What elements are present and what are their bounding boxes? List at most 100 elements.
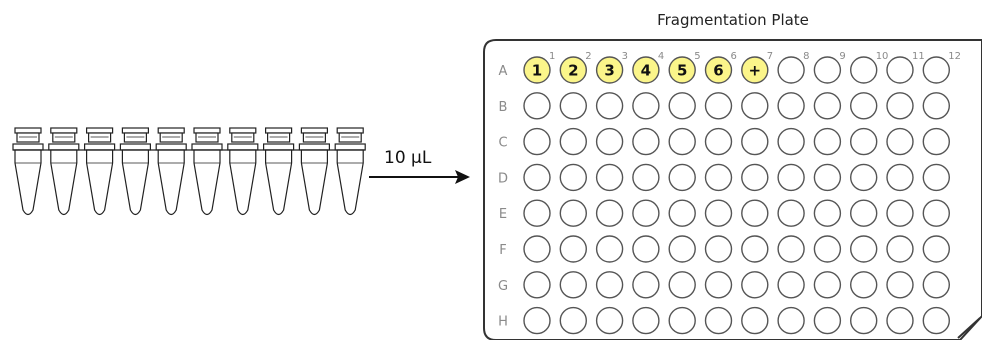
well <box>922 163 950 192</box>
transfer-arrow <box>369 170 470 184</box>
well <box>595 271 624 299</box>
pcr-tube <box>191 127 223 216</box>
well <box>922 127 950 156</box>
well-label: 5 <box>677 62 687 80</box>
pcr-tube <box>48 127 80 216</box>
well <box>523 163 551 192</box>
well <box>523 127 551 156</box>
well <box>741 306 769 335</box>
well-filled <box>741 56 769 84</box>
well <box>523 235 551 263</box>
well <box>886 127 914 156</box>
well <box>850 56 878 84</box>
well <box>886 306 914 335</box>
well <box>886 271 914 299</box>
well <box>668 92 696 120</box>
well-grid: 1 2 3 4 5 6 + <box>523 56 950 335</box>
column-label: 9 <box>839 51 845 62</box>
well <box>704 235 733 263</box>
well <box>668 163 696 192</box>
well <box>813 92 842 120</box>
well <box>668 271 696 299</box>
well-label: 1 <box>532 62 542 80</box>
well <box>741 271 769 299</box>
well <box>777 163 805 192</box>
well <box>922 92 950 120</box>
row-label: B <box>499 100 508 115</box>
well-label: 3 <box>604 62 614 80</box>
pcr-tube <box>12 127 44 216</box>
well-filled <box>668 56 696 84</box>
well <box>632 271 660 299</box>
pcr-tube <box>155 127 187 216</box>
well <box>777 127 805 156</box>
well <box>922 56 950 84</box>
well <box>559 163 587 192</box>
well-filled <box>523 56 551 84</box>
well <box>559 235 587 263</box>
well <box>813 199 842 227</box>
well <box>813 235 842 263</box>
well <box>704 199 733 227</box>
column-label: 2 <box>585 51 591 62</box>
pcr-tube <box>298 127 330 216</box>
well-filled <box>704 56 733 84</box>
column-label: 6 <box>731 51 737 62</box>
well <box>668 235 696 263</box>
column-label: 5 <box>694 51 700 62</box>
transfer-volume-label: 10 µL <box>384 148 432 168</box>
well <box>595 127 624 156</box>
well <box>668 127 696 156</box>
well <box>632 235 660 263</box>
well <box>632 306 660 335</box>
well <box>886 199 914 227</box>
well <box>850 306 878 335</box>
well <box>632 92 660 120</box>
well <box>668 199 696 227</box>
well <box>704 92 733 120</box>
well <box>704 163 733 192</box>
well <box>523 92 551 120</box>
well <box>777 199 805 227</box>
well <box>922 235 950 263</box>
well <box>741 199 769 227</box>
row-label: A <box>499 64 508 79</box>
pcr-tube <box>119 127 152 216</box>
well <box>886 235 914 263</box>
well <box>559 199 587 227</box>
well <box>741 92 769 120</box>
well-label: + <box>749 62 762 80</box>
well <box>850 235 878 263</box>
row-label: C <box>498 136 507 151</box>
column-label: 8 <box>803 51 809 62</box>
column-label: 12 <box>948 51 961 62</box>
well-filled <box>559 56 587 84</box>
plate-corner-notch <box>957 317 981 339</box>
well-label: 6 <box>713 62 723 80</box>
well <box>595 235 624 263</box>
well <box>813 271 842 299</box>
well <box>850 199 878 227</box>
row-label: D <box>498 171 508 186</box>
well <box>922 306 950 335</box>
well <box>632 199 660 227</box>
well-filled <box>595 56 624 84</box>
column-label: 7 <box>767 51 773 62</box>
well-label: 4 <box>641 62 651 80</box>
column-label: 3 <box>622 51 628 62</box>
well <box>668 306 696 335</box>
well <box>777 56 805 84</box>
well <box>559 271 587 299</box>
well <box>922 199 950 227</box>
pcr-tube <box>83 127 116 216</box>
well <box>813 127 842 156</box>
well <box>777 271 805 299</box>
well <box>886 163 914 192</box>
row-label: H <box>498 315 508 330</box>
well-label: 2 <box>568 62 578 80</box>
well <box>595 199 624 227</box>
well <box>632 163 660 192</box>
column-label: 10 <box>876 51 889 62</box>
well <box>523 271 551 299</box>
